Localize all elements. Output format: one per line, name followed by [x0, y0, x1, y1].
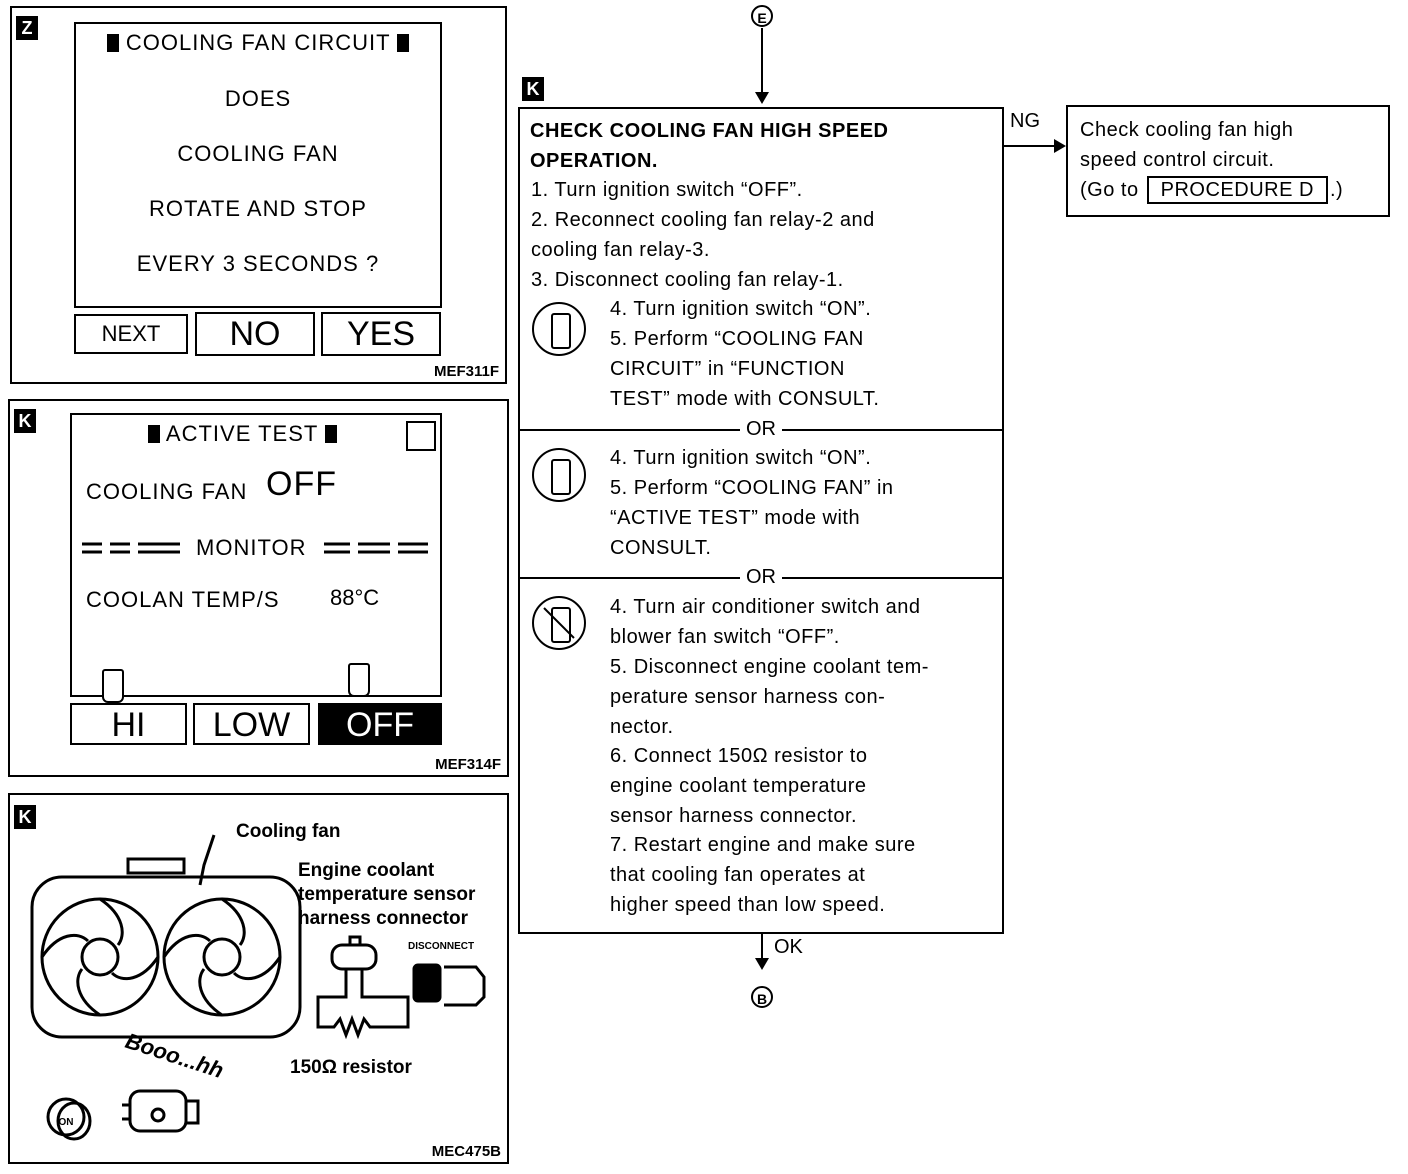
- step-line: blower fan switch “OFF”.: [610, 626, 840, 648]
- next-button[interactable]: NEXT: [74, 314, 188, 354]
- square-marker-icon: [106, 34, 119, 52]
- disconnect-label: DISCONNECT: [408, 941, 475, 952]
- step-line: 2. Reconnect cooling fan relay-2 and: [531, 209, 875, 231]
- consult-function-test-panel: Z COOLING FAN CIRCUIT DOES COOLING FAN R…: [10, 6, 507, 384]
- consult-screen: ACTIVE TEST COOLING FAN OFF MONITOR COOL…: [70, 413, 442, 697]
- monitor-divider: MONITOR: [80, 533, 430, 563]
- consult-icon: [532, 448, 586, 502]
- ok-arrow-line: [761, 934, 763, 960]
- no-tools-icon: [532, 596, 586, 650]
- square-marker-icon: [148, 425, 160, 443]
- step-line: 3. Disconnect cooling fan relay-1.: [531, 269, 844, 291]
- monitor-label: MONITOR: [196, 535, 307, 560]
- consult-icon: [532, 302, 586, 356]
- temp-value: 88°C: [330, 585, 380, 610]
- step-line: “ACTIVE TEST” mode with: [610, 507, 861, 529]
- screen-line: DOES: [224, 86, 292, 111]
- arrow-right-icon: [1054, 139, 1066, 153]
- figure-code: MEC475B: [431, 1143, 501, 1160]
- step-line: 5. Disconnect engine coolant tem-: [610, 656, 929, 678]
- yes-button[interactable]: YES: [321, 312, 441, 356]
- step-line: 5. Perform “COOLING FAN: [610, 328, 864, 350]
- fan-value: OFF: [266, 465, 337, 503]
- fan-label: COOLING FAN: [86, 479, 248, 504]
- temp-label: COOLAN TEMP/S: [86, 587, 280, 612]
- no-button[interactable]: NO: [195, 312, 315, 356]
- pointing-hand-icon: [102, 669, 124, 703]
- ok-label: OK: [774, 936, 803, 958]
- check-box: [518, 107, 1004, 934]
- screen-line: ROTATE AND STOP: [149, 196, 367, 221]
- arrow-down-icon: [755, 958, 769, 970]
- sensor-callout-line: harness connector: [298, 908, 468, 929]
- flow-arrow-line: [761, 28, 763, 94]
- ng-result-box: Check cooling fan high speed control cir…: [1066, 105, 1390, 217]
- screen-line: EVERY 3 SECONDS ?: [136, 251, 380, 276]
- off-button[interactable]: OFF: [318, 703, 442, 745]
- screen-title-text: ACTIVE TEST: [165, 421, 318, 446]
- step-line: 4. Turn air conditioner switch and: [610, 596, 921, 618]
- sensor-callout-line: Engine coolant: [298, 860, 435, 881]
- goto-suffix: .): [1329, 179, 1344, 201]
- square-marker-icon: [397, 34, 410, 52]
- step-line: 6. Connect 150Ω resistor to: [610, 745, 868, 767]
- step-line: perature sensor harness con-: [610, 686, 886, 708]
- step-line: 1. Turn ignition switch “OFF”.: [531, 179, 803, 201]
- consult-active-test-panel: K ACTIVE TEST COOLING FAN OFF MONITOR: [8, 399, 509, 777]
- procedure-d-link[interactable]: PROCEDURE D: [1146, 176, 1328, 204]
- pointing-hand-icon: [348, 663, 370, 697]
- sensor-callout: Engine coolant temperature sensor harnes…: [298, 859, 475, 931]
- check-heading: CHECK COOLING FAN HIGH SPEED OPERATION.: [530, 116, 888, 176]
- step-line: CIRCUIT” in “FUNCTION: [610, 358, 845, 380]
- panel-tag: K: [14, 409, 36, 433]
- step-line: TEST” mode with CONSULT.: [610, 388, 880, 410]
- step-line: engine coolant temperature: [610, 775, 867, 797]
- step-line: nector.: [610, 716, 674, 738]
- step-line: CONSULT.: [610, 537, 712, 559]
- ng-result-line: Check cooling fan high: [1080, 119, 1294, 141]
- step-line: higher speed than low speed.: [610, 894, 886, 916]
- panel-tag: Z: [16, 16, 38, 40]
- consult-screen: COOLING FAN CIRCUIT DOES COOLING FAN ROT…: [74, 22, 442, 308]
- ng-arrow-line: [1004, 145, 1056, 147]
- square-marker-icon: [325, 425, 338, 443]
- screen-line: COOLING FAN: [177, 141, 339, 166]
- step-line: 5. Perform “COOLING FAN” in: [610, 477, 894, 499]
- step-line: 4. Turn ignition switch “ON”.: [610, 298, 872, 320]
- connector-e: E: [751, 5, 773, 27]
- figure-code: MEF311F: [433, 363, 499, 380]
- ng-result-line: speed control circuit.: [1080, 149, 1275, 171]
- step-line: that cooling fan operates at: [610, 864, 866, 886]
- ng-label: NG: [1010, 110, 1040, 132]
- panel-tag: K: [14, 805, 36, 829]
- cooling-fan-callout: Cooling fan: [236, 821, 341, 842]
- step-tag: K: [522, 77, 544, 101]
- goto-line: (Go to PROCEDURE D.): [1080, 175, 1376, 205]
- checkbox[interactable]: [406, 421, 436, 451]
- screen-title-text: COOLING FAN CIRCUIT: [125, 30, 391, 55]
- sensor-callout-line: temperature sensor: [298, 884, 476, 905]
- or-label: OR: [740, 416, 782, 442]
- goto-prefix: (Go to: [1080, 179, 1139, 201]
- on-label: ON: [59, 1117, 74, 1128]
- cooling-fan-illustration: Booo...hh ON: [30, 834, 486, 1141]
- resistor-label: 150Ω resistor: [290, 1057, 412, 1078]
- double-dash-icon: [82, 542, 428, 554]
- heading-line: OPERATION.: [530, 150, 658, 172]
- low-button[interactable]: LOW: [193, 703, 310, 745]
- figure-code: MEF314F: [435, 756, 501, 773]
- step-line: 7. Restart engine and make sure: [610, 834, 916, 856]
- or-label: OR: [740, 564, 782, 590]
- step-line: 4. Turn ignition switch “ON”.: [610, 447, 872, 469]
- step-line: sensor harness connector.: [610, 805, 858, 827]
- heading-line: CHECK COOLING FAN HIGH SPEED: [530, 120, 889, 142]
- screen-title: COOLING FAN CIRCUIT: [76, 30, 440, 56]
- hi-button[interactable]: HI: [70, 703, 187, 745]
- cooling-fan-illustration-panel: K: [8, 793, 509, 1164]
- screen-title: ACTIVE TEST: [148, 421, 338, 447]
- step-line: cooling fan relay-3.: [531, 239, 710, 261]
- connector-b: B: [751, 986, 773, 1008]
- arrow-down-icon: [755, 92, 769, 104]
